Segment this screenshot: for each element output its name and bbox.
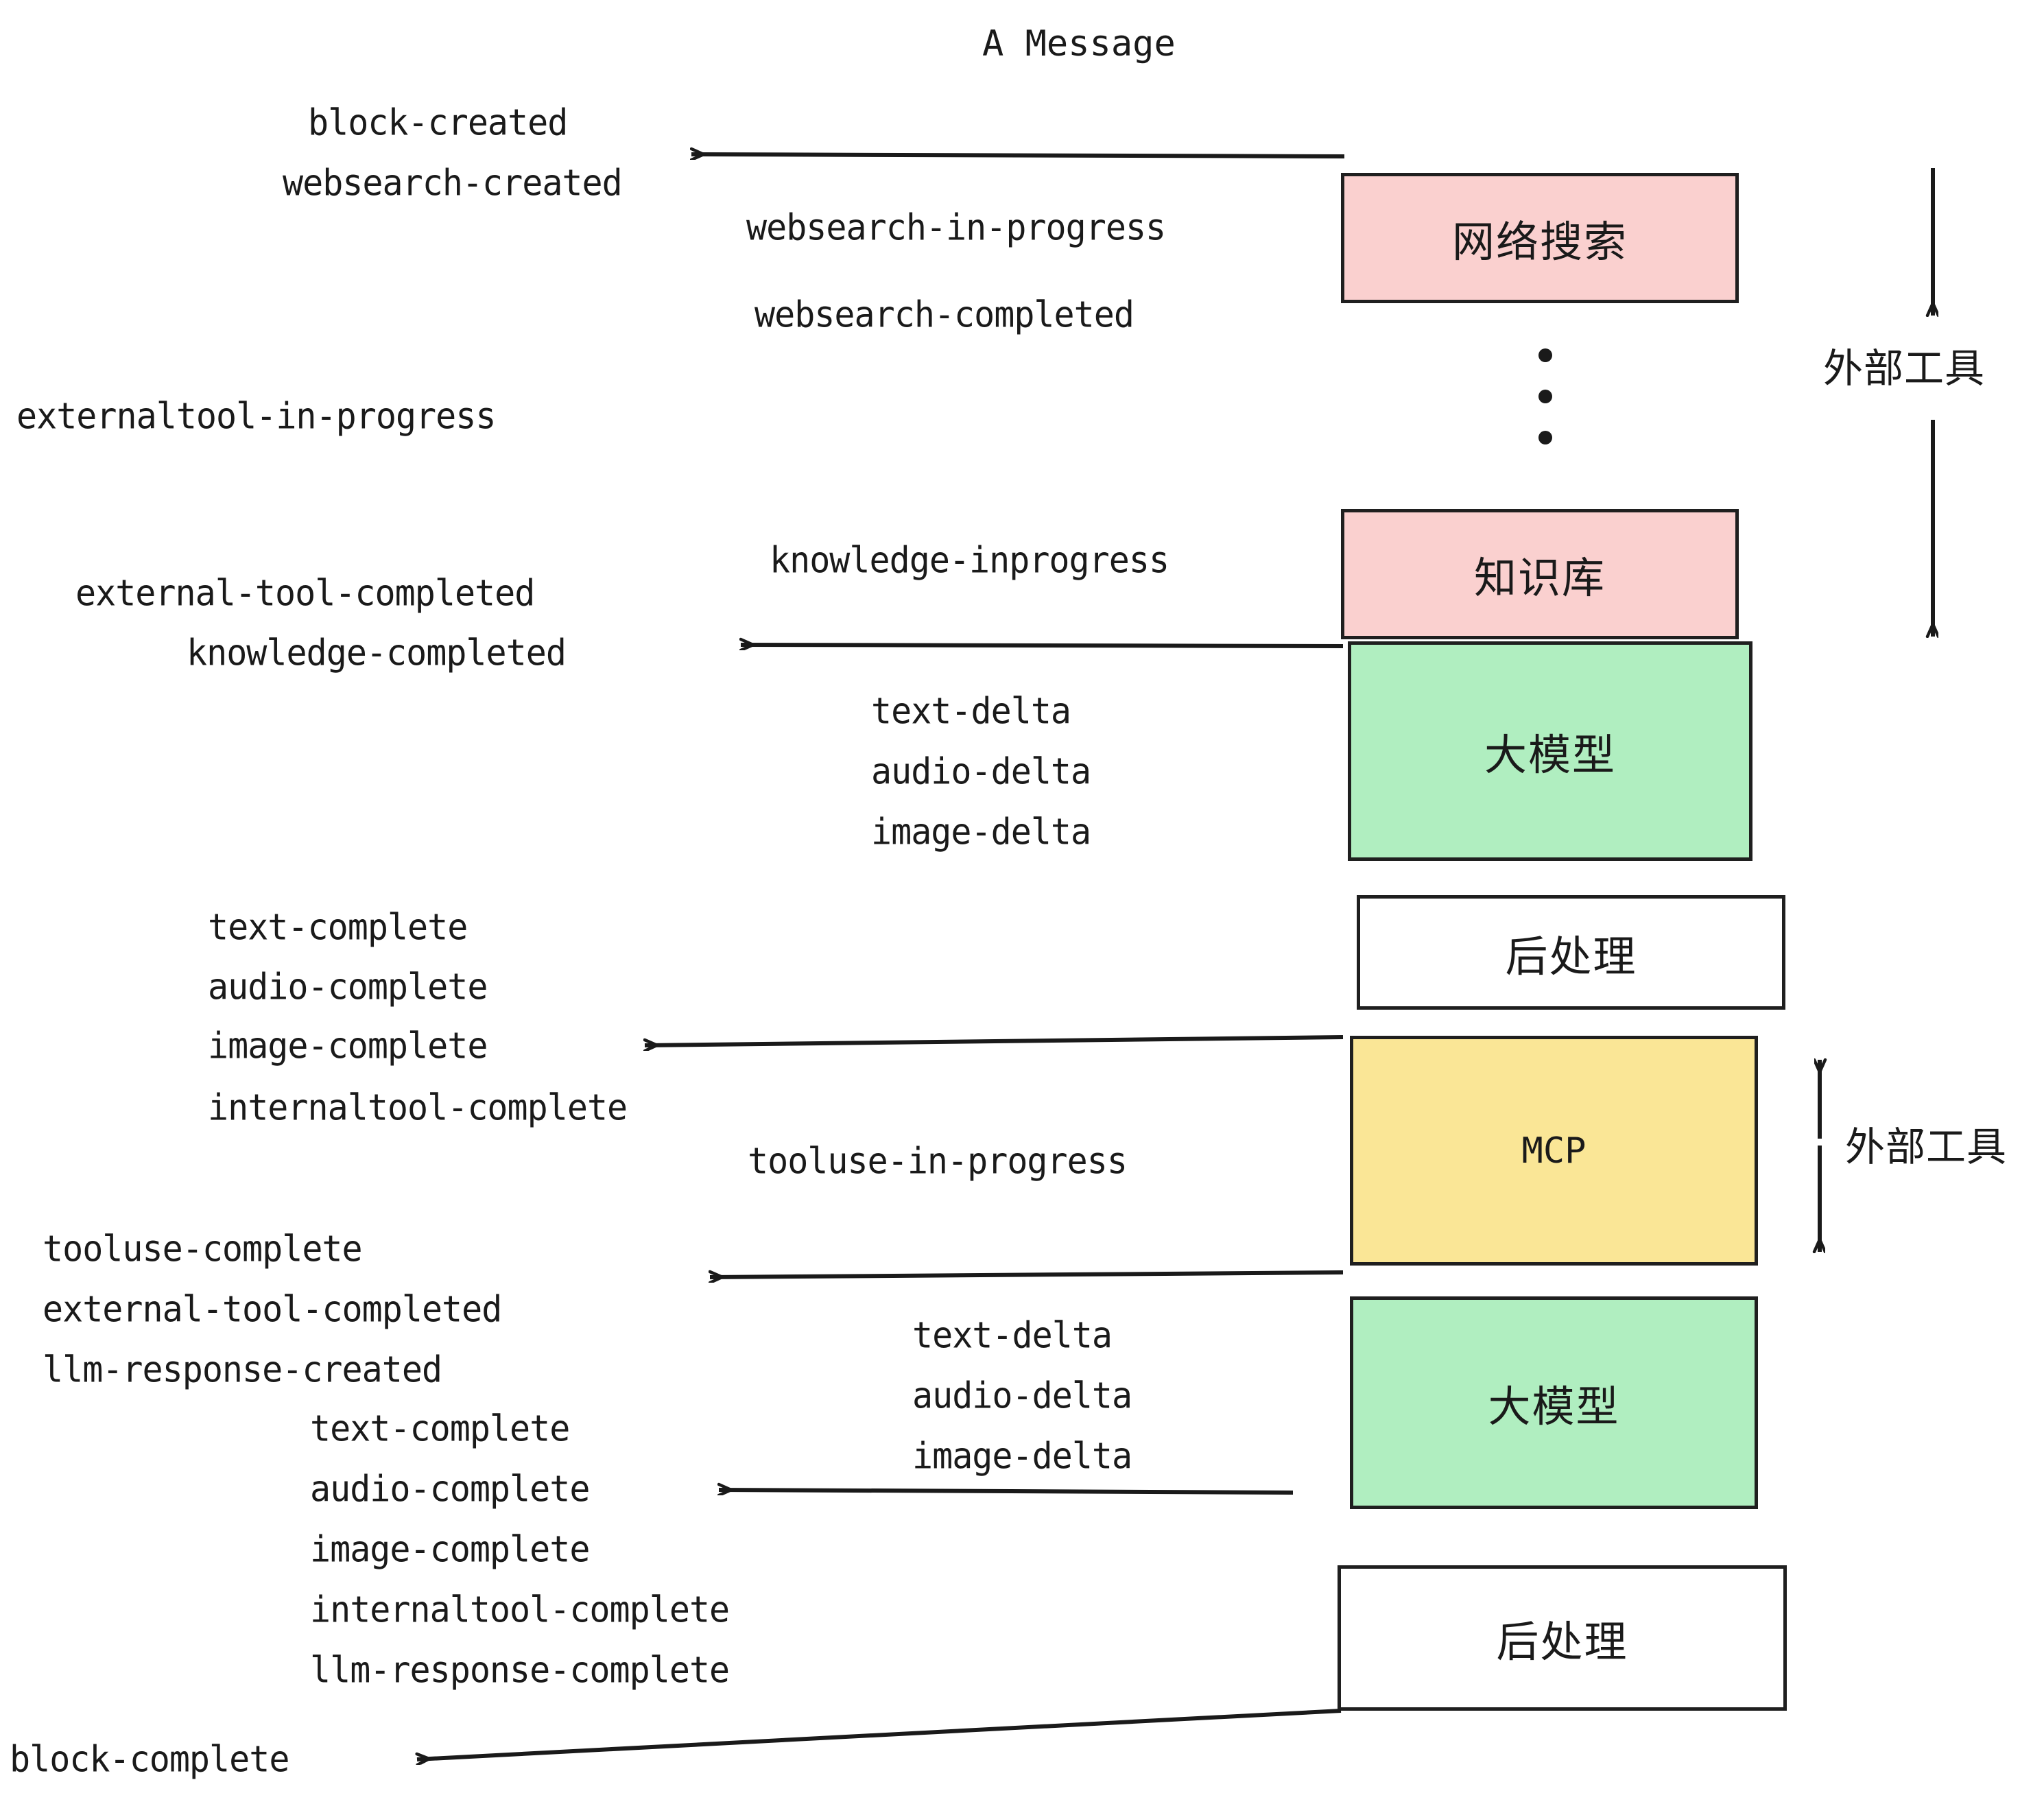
box-llm-top: 大模型 xyxy=(1348,641,1752,861)
box-mcp-label: MCP xyxy=(1521,1130,1587,1172)
event-tooluse-in-progress: tooluse-in-progress xyxy=(748,1139,1128,1183)
event-llm-response-complete: llm-response-complete xyxy=(310,1648,730,1692)
event-image-complete-1: image-complete xyxy=(208,1024,488,1067)
box-websearch: 网络搜索 xyxy=(1341,173,1739,303)
arrow-llm-to-audio-complete xyxy=(719,1490,1294,1493)
event-audio-complete-2: audio-complete xyxy=(310,1467,590,1510)
event-text-complete-2: text-complete xyxy=(310,1407,570,1450)
event-image-delta-1: image-delta xyxy=(871,810,1091,853)
box-postprocess-top-label: 后处理 xyxy=(1505,931,1637,982)
arrow-knowledge-to-completed xyxy=(741,645,1344,646)
event-image-delta-2: image-delta xyxy=(912,1434,1132,1477)
ellipsis-dot-3 xyxy=(1538,431,1552,444)
arrow-mcp-to-tooluse-complete xyxy=(710,1272,1344,1277)
event-knowledge-completed: knowledge-completed xyxy=(187,631,567,674)
box-postprocess-top: 后处理 xyxy=(1357,895,1785,1010)
event-audio-delta-2: audio-delta xyxy=(912,1374,1132,1417)
event-llm-response-created: llm-response-created xyxy=(43,1348,442,1391)
box-knowledge-label: 知识库 xyxy=(1473,553,1606,603)
event-external-tool-completed-1: external-tool-completed xyxy=(75,571,535,615)
ellipsis-dot-2 xyxy=(1538,390,1552,403)
box-knowledge: 知识库 xyxy=(1341,509,1739,639)
event-text-complete-1: text-complete xyxy=(208,905,468,949)
event-websearch-in-progress: websearch-in-progress xyxy=(746,206,1166,249)
event-block-complete: block-complete xyxy=(10,1737,289,1781)
arrow-postprocess-to-image-complete xyxy=(645,1035,1344,1045)
box-postprocess-bottom: 后处理 xyxy=(1338,1565,1787,1711)
event-knowledge-inprogress: knowledge-inprogress xyxy=(770,538,1169,582)
box-mcp: MCP xyxy=(1350,1036,1758,1266)
event-internaltool-complete-2: internaltool-complete xyxy=(310,1588,730,1631)
event-image-complete-2: image-complete xyxy=(310,1528,590,1571)
event-websearch-completed: websearch-completed xyxy=(754,293,1134,336)
event-tooluse-complete: tooluse-complete xyxy=(43,1227,363,1270)
arrow-websearch-to-created xyxy=(691,154,1345,156)
ellipsis-dot-1 xyxy=(1538,348,1552,362)
event-websearch-created: websearch-created xyxy=(283,161,623,204)
page-title: A Message xyxy=(982,23,1176,64)
event-audio-complete-1: audio-complete xyxy=(208,965,488,1008)
arrow-postprocess-to-block-complete xyxy=(417,1709,1342,1759)
side-label-external-tools-top: 外部工具 xyxy=(1823,345,1986,392)
box-llm-bottom: 大模型 xyxy=(1350,1296,1758,1509)
event-externaltool-in-progress: externaltool-in-progress xyxy=(16,394,496,438)
box-llm-top-label: 大模型 xyxy=(1484,730,1616,780)
box-websearch-label: 网络搜索 xyxy=(1451,217,1628,267)
event-block-created: block-created xyxy=(308,101,568,144)
event-text-delta-1: text-delta xyxy=(871,689,1071,733)
event-text-delta-2: text-delta xyxy=(912,1314,1113,1357)
event-internaltool-complete-1: internaltool-complete xyxy=(208,1086,628,1129)
box-llm-bottom-label: 大模型 xyxy=(1488,1381,1620,1432)
side-label-external-tools-bottom: 外部工具 xyxy=(1845,1124,2008,1170)
event-audio-delta-1: audio-delta xyxy=(871,750,1091,793)
event-external-tool-completed-2: external-tool-completed xyxy=(43,1287,502,1331)
box-postprocess-bottom-label: 后处理 xyxy=(1496,1617,1628,1667)
